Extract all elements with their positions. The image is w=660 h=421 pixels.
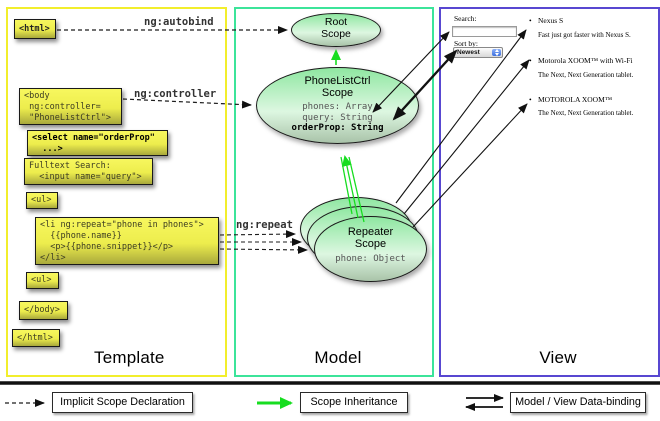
template-section-label: Template — [94, 348, 165, 367]
code-box-body-open: <body ng:controller= "PhoneListCtrl"> — [19, 88, 122, 125]
code-box-li-repeat: <li ng:repeat="phone in phones"> {{phone… — [35, 217, 219, 265]
label-ng-repeat: ng:repeat — [236, 219, 293, 231]
phone-item-desc: The Next, Next Generation tablet. — [538, 109, 634, 117]
bullet-icon: • — [529, 56, 532, 65]
sort-dropdown[interactable]: Newest — [453, 47, 503, 58]
model-section-label: Model — [314, 348, 362, 367]
prop-phone: phone: Object — [335, 254, 406, 264]
phonelistctrl-scope-ellipse: PhoneListCtrl Scope phones: Array query:… — [256, 67, 419, 144]
root-scope-title: Root Scope — [321, 16, 351, 40]
legend-model-view-databinding: Model / View Data-binding — [510, 392, 646, 413]
bullet-icon: • — [529, 95, 532, 104]
label-ng-autobind: ng:autobind — [144, 16, 214, 28]
code-box-html-open: <html> — [14, 19, 56, 39]
dropdown-stepper-icon — [492, 49, 501, 56]
code-box-fulltext-search: Fulltext Search: <input name="query"> — [24, 158, 153, 185]
phone-item-desc: The Next, Next Generation tablet. — [538, 71, 634, 79]
code-box-ul-close: <ul> — [26, 272, 59, 289]
legend-scope-inheritance: Scope Inheritance — [300, 392, 408, 413]
phonelistctrl-scope-title: PhoneListCtrl Scope — [304, 75, 371, 99]
phone-item-desc: Fast just got faster with Nexus S. — [538, 31, 631, 39]
label-ng-controller: ng:controller — [134, 88, 217, 100]
code-box-ul-open: <ul> — [26, 192, 58, 209]
code-box-html-close: </html> — [12, 329, 60, 347]
root-scope-ellipse: Root Scope — [291, 13, 381, 47]
bullet-icon: • — [529, 16, 532, 25]
repeater-scope-ellipse: Repeater Scope phone: Object — [314, 216, 427, 282]
search-label: Search: — [454, 14, 477, 23]
legend-implicit-scope-declaration: Implicit Scope Declaration — [52, 392, 193, 413]
repeater-scope-title: Repeater Scope — [347, 226, 394, 250]
code-box-select: <select name="orderProp" ...> — [27, 130, 168, 156]
code-box-body-close: </body> — [19, 301, 68, 320]
search-input[interactable] — [452, 26, 517, 37]
view-section-label: View — [539, 348, 577, 367]
phone-item-title: Motorola XOOM™ with Wi-Fi — [538, 56, 633, 65]
prop-orderprop: orderProp: String — [291, 123, 384, 133]
legend-double-arrow-icon — [465, 394, 504, 411]
prop-phones: phones: Array — [302, 102, 373, 112]
prop-query: query: String — [302, 112, 373, 123]
phone-item-title: MOTOROLA XOOM™ — [538, 95, 613, 104]
model-panel — [234, 7, 434, 377]
phone-item-title: Nexus S — [538, 16, 564, 25]
sort-dropdown-value: Newest — [457, 49, 480, 56]
